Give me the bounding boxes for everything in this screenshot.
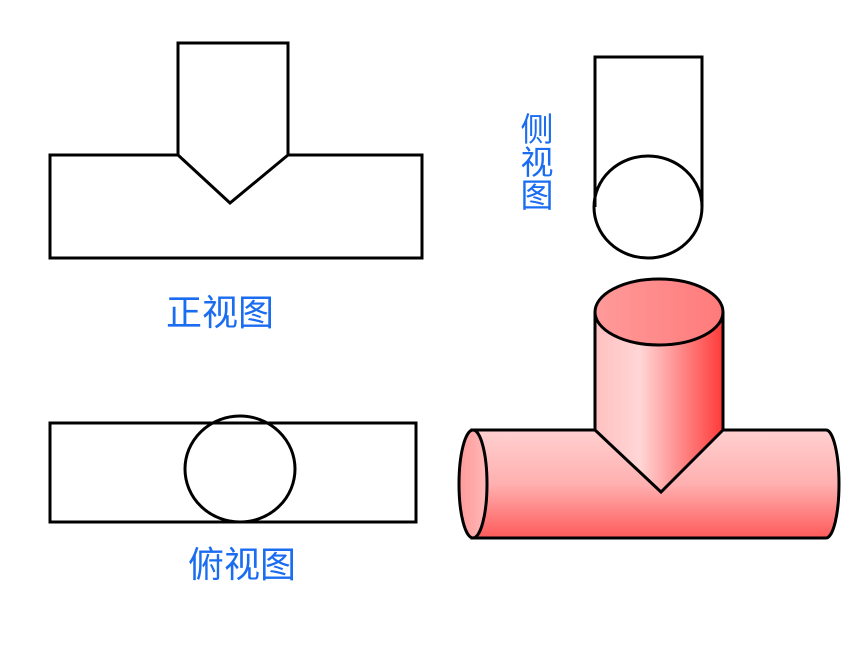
solid-intersection-line <box>593 428 725 495</box>
side-view-label: 侧视图 <box>515 112 554 211</box>
solid-vertical-pipe <box>595 312 723 492</box>
solid-pipe-left-end <box>457 428 489 540</box>
front-view-horizontal-pipe <box>48 153 424 260</box>
solid-vertical-pipe-top <box>593 277 725 347</box>
top-view-horizontal-pipe <box>48 421 418 524</box>
front-view-label: 正视图 <box>166 293 275 334</box>
side-view-vertical-pipe <box>593 55 704 207</box>
top-view-label: 俯视图 <box>188 545 297 586</box>
front-view-intersection-line <box>176 153 289 205</box>
top-view <box>48 414 418 524</box>
front-view-vertical-pipe <box>176 41 290 155</box>
side-view <box>592 55 704 260</box>
front-view <box>48 41 424 260</box>
side-view-circle <box>592 154 704 260</box>
solid-3d-model <box>457 277 841 540</box>
top-view-circle <box>183 414 297 524</box>
